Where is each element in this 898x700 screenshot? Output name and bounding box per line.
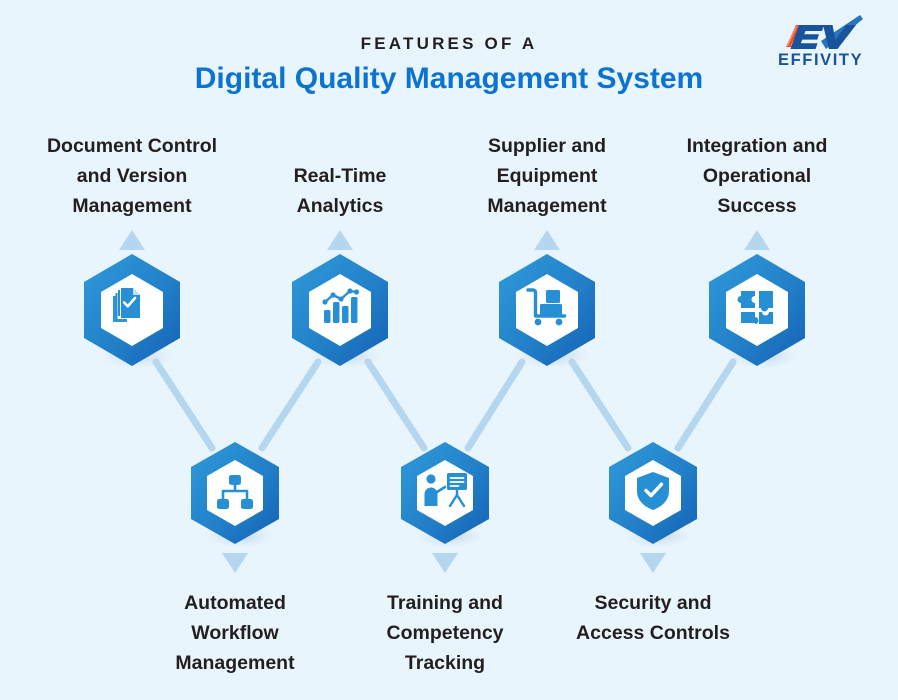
connector-lines: [152, 358, 737, 452]
feature-label-document-control: Document Control and Version Management: [46, 135, 218, 217]
training-presentation-icon: [424, 473, 467, 508]
arrow-up-icon: [119, 230, 145, 250]
documents-check-icon: [113, 288, 140, 322]
feature-node-training-competency[interactable]: [397, 440, 493, 549]
effivity-logo: EFFIVITY: [768, 11, 880, 69]
feature-label-supplier-equipment: Supplier and Equipment Management: [487, 135, 607, 217]
feature-node-document-control[interactable]: [80, 252, 184, 370]
header-eyebrow: FEATURES OF A: [360, 34, 538, 53]
arrow-up-icon: [327, 230, 353, 250]
arrow-down-icon: [432, 553, 458, 573]
feature-label-integration-operational: Integration and Operational Success: [686, 135, 828, 217]
feature-node-integration-operational[interactable]: [705, 252, 809, 370]
feature-label-security-access: Security and Access Controls: [576, 592, 730, 644]
hexagon-inner: [207, 460, 263, 526]
arrow-up-icon: [534, 230, 560, 250]
feature-node-real-time-analytics[interactable]: [288, 252, 392, 370]
feature-label-automated-workflow: Automated Workflow Management: [175, 592, 295, 674]
logo-letter-v-icon: [823, 25, 856, 49]
arrow-up-icon: [744, 230, 770, 250]
arrow-up-group: [119, 230, 770, 250]
feature-node-security-access[interactable]: [605, 440, 701, 549]
feature-node-automated-workflow[interactable]: [187, 440, 283, 549]
logo-wordmark: EFFIVITY: [778, 51, 863, 69]
workflow-hierarchy-icon: [217, 475, 253, 509]
hand-truck-boxes-icon: [526, 288, 567, 326]
bar-chart-trend-icon: [322, 288, 360, 323]
feature-label-real-time-analytics: Real-Time Analytics: [293, 165, 387, 217]
puzzle-pieces-icon: [737, 291, 773, 324]
feature-label-training-competency: Training and Competency Tracking: [386, 592, 504, 674]
arrow-down-icon: [222, 553, 248, 573]
arrow-down-icon: [640, 553, 666, 573]
logo-letter-e-icon: [790, 25, 824, 49]
shield-check-icon: [637, 472, 669, 510]
header: FEATURES OF A Digital Quality Management…: [0, 0, 898, 115]
feature-node-supplier-equipment[interactable]: [495, 252, 599, 370]
page-title: Digital Quality Management System: [194, 62, 704, 95]
arrow-down-group: [222, 553, 666, 573]
